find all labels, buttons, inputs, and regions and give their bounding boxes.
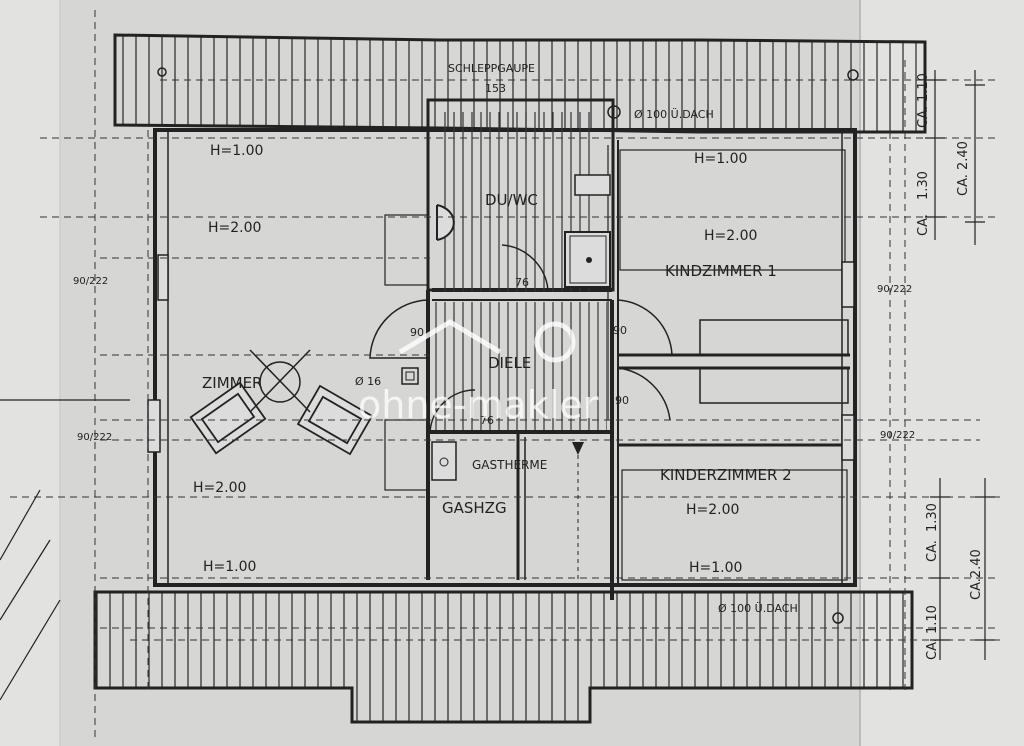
title-label: SCHLEPPGAUPE: [448, 62, 535, 75]
dimension-ticks: [925, 70, 995, 660]
roof-vent-label-bottom: Ø 100 Ü.DACH: [718, 602, 798, 615]
roof-eave-top: [113, 33, 927, 134]
gas-heater: [431, 441, 457, 481]
arrow-icon: [572, 442, 584, 455]
door-width-label: 90: [410, 326, 424, 339]
chimney-label: Ø 16: [355, 375, 381, 388]
vent-icon: [832, 612, 844, 624]
height-label: H=1.00: [203, 559, 256, 575]
dimension-label: 1.30: [925, 503, 940, 532]
room-label-gashzg: GASHZG: [442, 499, 507, 517]
height-label: H=1.00: [694, 151, 747, 167]
door-width-label: 76: [515, 276, 529, 289]
vent-icon: [607, 105, 621, 119]
window-label: 90/222: [880, 430, 915, 441]
stair-hatching: [432, 302, 607, 430]
door-width-label: 90: [613, 324, 627, 337]
height-label: H=2.00: [686, 502, 739, 518]
watermark-logo: ohne-makler: [358, 319, 599, 427]
window-label: 90/222: [77, 432, 112, 443]
height-label: H=2.00: [704, 228, 757, 244]
roof-eave-bottom: [93, 590, 914, 724]
door-width-label: 76: [480, 414, 494, 427]
height-label: H=1.00: [210, 143, 263, 159]
dimension-label: CA. 2.40: [956, 141, 971, 196]
height-label: H=1.00: [689, 560, 742, 576]
door-swings: [369, 244, 673, 433]
room-label-bath: DU/WC: [485, 191, 538, 209]
room-label-kindzimmer1: KINDZIMMER 1: [665, 262, 777, 280]
dimension-label: CA.2.40: [969, 549, 984, 600]
dimension-label: CA. 1.10: [916, 73, 931, 128]
window-label: 90/222: [73, 276, 108, 287]
dimension-label: CA.: [925, 540, 940, 562]
room-label-kinderzimmer2: KINDERZIMMER 2: [660, 466, 792, 484]
chimney-icon: [249, 349, 311, 413]
height-label: H=2.00: [193, 480, 246, 496]
watermark-text: ohne-makler: [358, 383, 599, 427]
hatch-icon: [401, 367, 419, 385]
lower-left-linework: [0, 399, 130, 701]
window-label: 90/222: [877, 284, 912, 295]
window-markers: [147, 254, 855, 461]
door-width-label: 90: [615, 394, 629, 407]
washbasin: [574, 174, 611, 196]
height-label: H=2.00: [208, 220, 261, 236]
dashed-lines: [10, 10, 1000, 740]
dimension-label: CA. 1.10: [925, 605, 940, 660]
toilet-icon: [436, 204, 455, 241]
dimension-label: 1.30: [916, 171, 931, 200]
dimension-label: CA.: [916, 214, 931, 236]
roof-vent-label-top: Ø 100 Ü.DACH: [634, 108, 714, 121]
room-label-gastherme: GASTHERME: [472, 458, 547, 472]
room-label-diele: DIELE: [488, 354, 531, 372]
title-dimension: 153: [485, 82, 506, 95]
room-label-zimmer: ZIMMER: [202, 374, 262, 392]
